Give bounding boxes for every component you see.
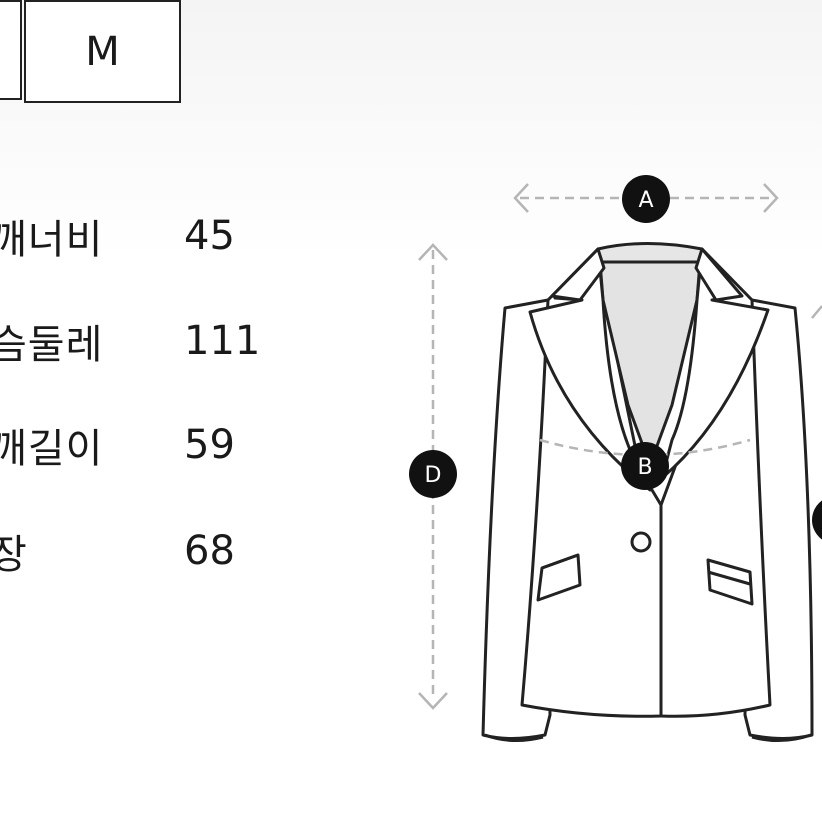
measurement-label: 깨길이 — [0, 426, 104, 472]
marker-a-label: A — [638, 188, 653, 213]
marker-a: A — [622, 175, 670, 223]
measurement-label: 깨너비 — [0, 217, 104, 263]
jacket-button — [630, 531, 652, 553]
measure-line-partial-right — [811, 305, 822, 319]
measurement-value: 45 — [184, 213, 235, 259]
measurement-label: 장 — [0, 532, 28, 578]
marker-b: B — [621, 442, 669, 490]
marker-d: D — [409, 450, 457, 498]
size-tab-label: M — [85, 28, 120, 75]
jacket-outline — [481, 242, 814, 742]
measurement-label: 슴둘레 — [0, 322, 104, 368]
measurement-value: 68 — [184, 528, 235, 574]
size-tab-previous[interactable] — [0, 0, 22, 100]
measurement-value: 111 — [184, 318, 261, 364]
marker-d-label: D — [425, 463, 442, 488]
jacket-diagram: A B D — [409, 175, 822, 742]
marker-partial-right — [812, 500, 822, 540]
measurement-value: 59 — [184, 422, 235, 468]
marker-b-label: B — [637, 455, 652, 480]
size-tab-selected[interactable]: M — [24, 0, 181, 103]
